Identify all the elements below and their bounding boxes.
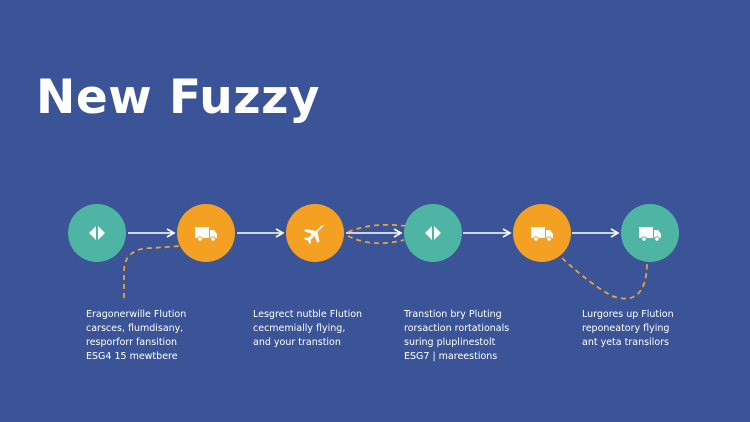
caption-2: Lesgrect nutble Flution cecmemially flyi… bbox=[253, 308, 403, 350]
diamond-split-icon bbox=[425, 226, 441, 240]
caption-line: suring pluplinestolt bbox=[404, 337, 496, 348]
caption-line: ESG4 15 mewtbere bbox=[86, 351, 178, 362]
dashed-connector bbox=[561, 257, 648, 300]
truck-icon bbox=[531, 227, 553, 242]
caption-line: cecmemially flying, bbox=[253, 323, 346, 334]
caption-4: Lurgores up Flution reponeatory flying a… bbox=[582, 308, 732, 350]
dashed-connector bbox=[347, 223, 407, 233]
airplane-icon bbox=[304, 225, 325, 244]
caption-line: ant yeta transilors bbox=[582, 337, 669, 348]
flow-node-5 bbox=[513, 204, 571, 262]
flow-node-1 bbox=[68, 204, 126, 262]
caption-line: rorsaction rortationals bbox=[404, 323, 510, 334]
flow-node-4 bbox=[404, 204, 462, 262]
page-title: New Fuzzy bbox=[36, 70, 321, 125]
dashed-connector bbox=[123, 245, 181, 298]
caption-3: Transtion bry Pluting rorsaction rortati… bbox=[404, 308, 554, 364]
diamond-split-icon bbox=[89, 226, 105, 240]
flow-node-2 bbox=[177, 204, 235, 262]
caption-line: Lesgrect nutble Flution bbox=[253, 309, 363, 320]
caption-line: Transtion bry Pluting bbox=[404, 309, 502, 320]
dashed-connector bbox=[347, 235, 405, 245]
flow-node-6 bbox=[621, 204, 679, 262]
caption-line: ESG7 | mareestions bbox=[404, 351, 498, 362]
caption-line: carsces, flumdisany, bbox=[86, 323, 184, 334]
caption-line: and your transtion bbox=[253, 337, 341, 348]
truck-icon bbox=[639, 227, 661, 242]
caption-line: resporforr fansition bbox=[86, 337, 178, 348]
caption-1: Eragonerwille Flution carsces, flumdisan… bbox=[86, 308, 236, 364]
truck-icon bbox=[195, 227, 217, 242]
flow-node-3 bbox=[286, 204, 344, 262]
caption-line: reponeatory flying bbox=[582, 323, 670, 334]
caption-line: Eragonerwille Flution bbox=[86, 309, 187, 320]
caption-line: Lurgores up Flution bbox=[582, 309, 674, 320]
